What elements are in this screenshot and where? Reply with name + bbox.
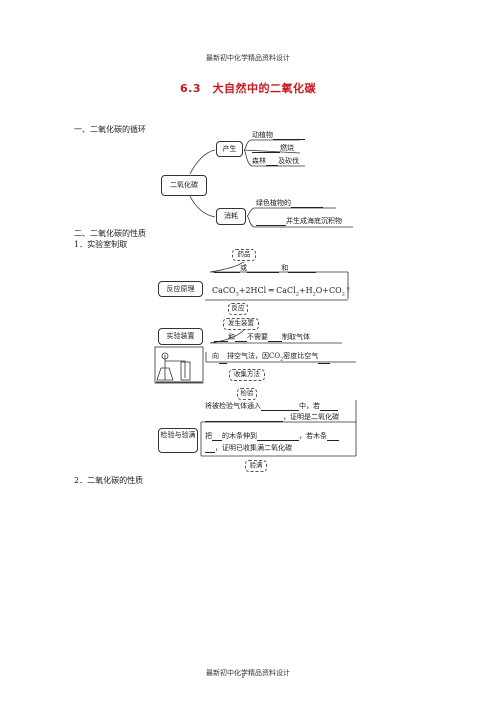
check-line1: 将被检验气体通入中，若 [205,402,338,411]
consume-plants: 绿色植物的 [256,199,323,208]
check-tag: 检验 [237,388,257,400]
consume-sediment: 并生成海底沉积物 [256,217,342,226]
experiment-device-box: 实验装置 [158,328,203,345]
collect-method-tag: 收集方法 [229,369,265,381]
reaction-principle-box: 反应原理 [158,281,203,297]
device-tag: 发生装置 [223,318,259,330]
drugs-line: 或 和 [214,264,317,273]
section2-sub2: 2．二氧化碳的性质 [74,476,144,485]
page-title: 6.3 大自然中的二氧化碳 [180,82,316,95]
reaction-tag: 反应 [228,303,248,315]
produce-box: 产生 [216,141,243,157]
full-tag: 验满 [245,460,267,472]
section2-heading: 二、二氧化碳的性质 [74,229,146,238]
full-line1: 把的木条伸到，若木条 [205,432,339,441]
collect-line: 向排空气法，因CO2密度比空气 [212,352,331,365]
section1-heading: 一、二氧化碳的循环 [74,125,146,134]
section2-sub1: 1．实验室制取 [74,240,128,249]
produce-burning: 燃烧 [252,144,294,153]
page-footer: 最新初中化学精品资料设计 [206,669,290,677]
consume-box: 消耗 [216,208,246,225]
produce-forest: 森林及砍伐 [252,157,299,166]
full-line2: ，证明已收集满二氧化碳 [205,444,292,453]
produce-animals: 动植物 [252,131,305,140]
device-line: 和不需要制取气体 [214,333,310,342]
drugs-tag: 药品 [232,249,256,261]
page-number: 1 [241,673,245,680]
co2-center-box: 二氧化碳 [161,175,207,196]
check-line2: ，证明是二氧化碳 [205,413,339,422]
reaction-equation: CaCO3+2HCl ═ CaCl2+H2O+CO2↑ [212,286,352,298]
check-fullness-box: 检验与验满 [158,428,198,453]
page-header: 最新初中化学精品资料设计 [206,54,290,62]
